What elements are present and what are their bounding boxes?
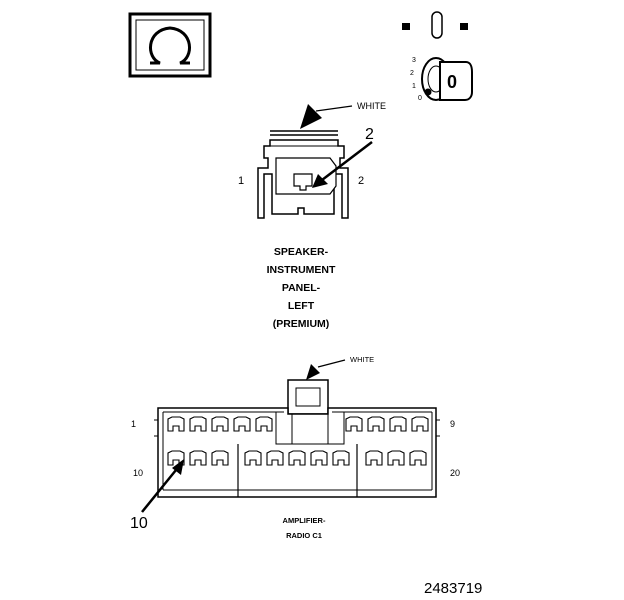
terminal-cavity	[345, 416, 363, 432]
key-position-label: 0	[447, 72, 457, 92]
terminal-cavity	[167, 416, 185, 432]
speaker-connector: WHITE 2 1 2	[238, 101, 386, 219]
callout-10-line	[141, 469, 177, 513]
white-leader-line	[315, 105, 353, 112]
amplifier-white-arrow-icon	[306, 364, 320, 380]
terminal-cavity	[233, 416, 251, 432]
speaker-callout-number: 2	[365, 126, 374, 143]
terminal-cavity	[244, 450, 262, 466]
amplifier-pin-1-label: 1	[131, 419, 136, 429]
terminal-cavity	[365, 450, 383, 466]
terminal-cavity	[211, 450, 229, 466]
terminal-cavity	[255, 416, 273, 432]
terminal-cavity	[189, 450, 207, 466]
speaker-title-line: INSTRUMENT	[267, 264, 336, 276]
terminal-cavity	[332, 450, 350, 466]
speaker-title-line: SPEAKER-	[274, 246, 329, 258]
terminal-cavity	[167, 450, 185, 466]
terminal-cavity	[411, 416, 429, 432]
callout-2-arrow-icon	[312, 174, 328, 188]
terminal-cavity	[288, 450, 306, 466]
ignition-key-icon: 0 3 2 1 0	[402, 11, 473, 102]
callout-2-line	[321, 141, 373, 181]
amplifier-pin-20-label: 20	[450, 468, 460, 478]
speaker-title-line: (PREMIUM)	[273, 318, 330, 330]
white-arrow-icon	[300, 104, 322, 129]
terminal-cavity	[389, 416, 407, 432]
amplifier-callout-number: 10	[130, 515, 148, 532]
terminal-cavity	[266, 450, 284, 466]
amplifier-title-line: RADIO C1	[286, 531, 322, 540]
key-position-3: 3	[412, 57, 416, 64]
terminal-cavity	[310, 450, 328, 466]
speaker-title-line: PANEL-	[282, 282, 321, 294]
terminal-cavity	[211, 416, 229, 432]
omega-symbol-box	[128, 12, 212, 78]
omega-icon	[149, 26, 191, 65]
terminal-cavity	[189, 416, 207, 432]
amplifier-white-leader-line	[317, 359, 346, 368]
terminal-cavity	[409, 450, 427, 466]
speaker-title-line: LEFT	[288, 300, 315, 312]
speaker-pin-1-label: 1	[238, 175, 244, 187]
speaker-color-label: WHITE	[357, 101, 386, 111]
amplifier-title-line: AMPLIFIER-	[283, 516, 326, 525]
speaker-connector-title: SPEAKER- INSTRUMENT PANEL- LEFT (PREMIUM…	[267, 246, 336, 330]
amplifier-connector: WHITE 1 9 10 20 10	[130, 355, 460, 532]
amplifier-pin-9-label: 9	[450, 419, 455, 429]
amplifier-connector-title: AMPLIFIER- RADIO C1	[283, 516, 326, 540]
terminal-cavity	[367, 416, 385, 432]
figure-id: 2483719	[424, 580, 482, 597]
key-position-0: 0	[418, 95, 422, 102]
callout-10-arrow-icon	[172, 459, 184, 475]
key-position-2: 2	[410, 70, 414, 77]
amplifier-color-label: WHITE	[350, 355, 374, 364]
key-position-1: 1	[412, 83, 416, 90]
amplifier-terminal-cavities	[167, 416, 429, 466]
speaker-pin-2-label: 2	[358, 175, 364, 187]
amplifier-pin-10-label: 10	[133, 468, 143, 478]
terminal-cavity	[387, 450, 405, 466]
